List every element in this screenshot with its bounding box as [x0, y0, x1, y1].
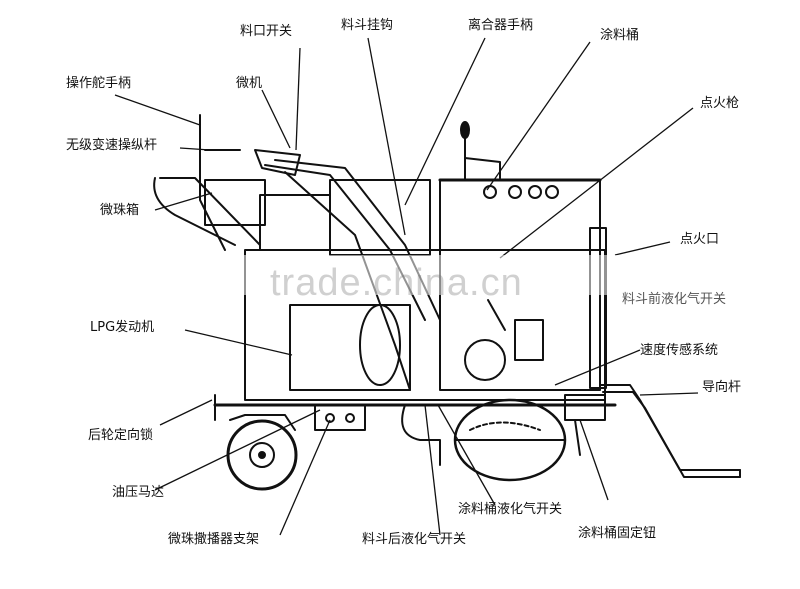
label-bead-box: 微珠箱	[100, 203, 140, 218]
label-bucket-fix-button: 涂料桶固定钮	[578, 526, 657, 541]
label-ignition-gun: 点火枪	[700, 96, 740, 111]
watermark: trade.china.cn	[270, 262, 523, 304]
label-hopper-hook: 料斗挂钩	[341, 18, 394, 33]
label-speed-lever: 无级变速操纵杆	[66, 138, 158, 153]
label-hydraulic-motor: 油压马达	[112, 485, 165, 500]
label-rear-wheel-lock: 后轮定向锁	[88, 428, 154, 443]
watermark-band	[180, 255, 760, 295]
label-ignition-port: 点火口	[680, 232, 720, 247]
label-speed-sensor: 速度传感系统	[640, 343, 719, 358]
label-hopper-outlet-switch: 料口开关	[240, 24, 293, 39]
label-paint-bucket: 涂料桶	[600, 28, 640, 43]
label-lpg-engine: LPG发动机	[90, 320, 155, 335]
label-clutch-handle: 离合器手柄	[468, 18, 534, 33]
label-hopper-rear-lpg-switch: 料斗后液化气开关	[362, 532, 467, 547]
label-micro-unit: 微机	[236, 76, 263, 91]
label-bucket-lpg-switch: 涂料桶液化气开关	[458, 502, 563, 517]
steering-bar	[199, 114, 226, 251]
label-hopper-lpg-switch: 料斗前液化气开关	[622, 292, 727, 307]
guide-rod-drawing	[599, 384, 741, 471]
label-steering-handle: 操作舵手柄	[66, 76, 132, 91]
label-guide-rod: 导向杆	[702, 380, 742, 395]
lpg-engine	[289, 304, 411, 391]
bead-box	[204, 179, 266, 226]
label-bead-spreader-bracket: 微珠撒播器支架	[168, 532, 260, 547]
